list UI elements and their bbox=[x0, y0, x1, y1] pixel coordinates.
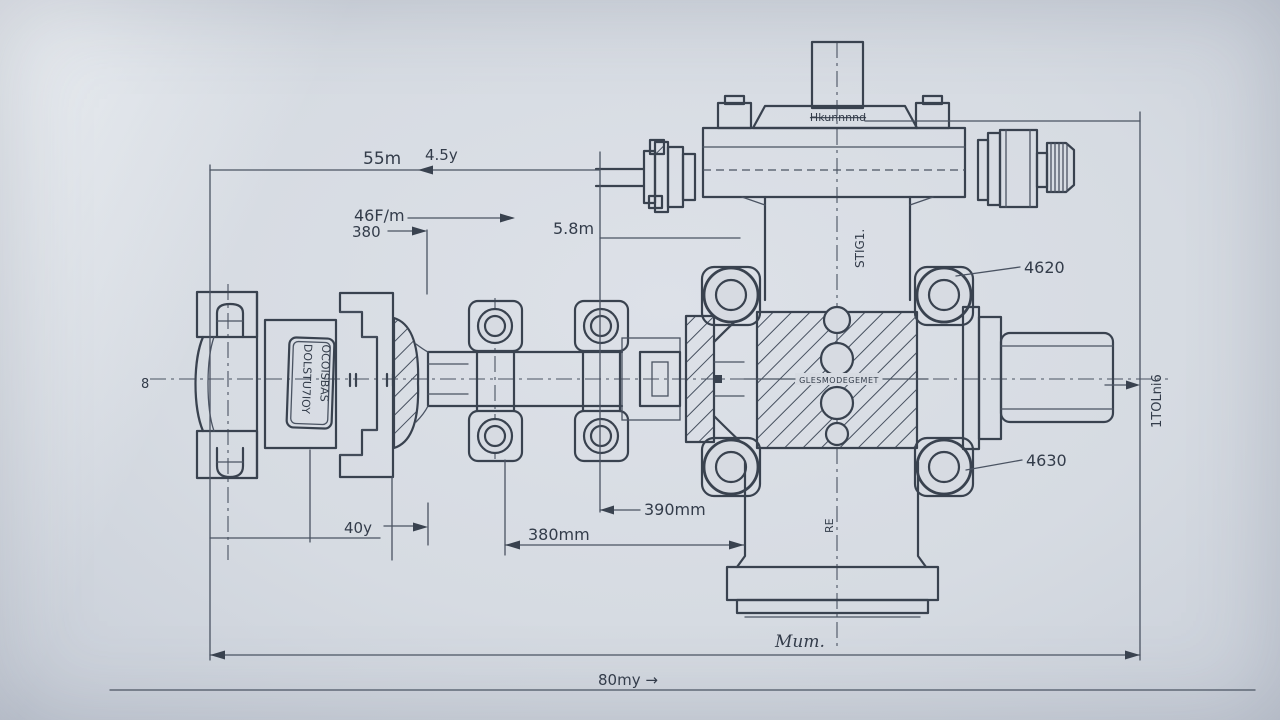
drive-shaft bbox=[415, 343, 624, 423]
stem bbox=[810, 40, 865, 110]
dim-stem: 5.8m bbox=[553, 219, 594, 238]
guide-block-2 bbox=[573, 299, 630, 463]
dim-right-height: 1TOLni6 bbox=[1150, 374, 1165, 428]
spec-plate: DOLSTU7IOY OCOISBAS bbox=[285, 336, 336, 430]
column-label: STIG1. bbox=[853, 229, 867, 268]
spec-plate-text-2: OCOISBAS bbox=[317, 344, 332, 402]
shaft-connector bbox=[621, 337, 682, 421]
dim-overall: 80my → bbox=[598, 671, 658, 689]
callout-lower-bolt: 4630 bbox=[1026, 451, 1067, 470]
knurled-knob bbox=[1045, 141, 1076, 194]
dim-flange: 40y bbox=[344, 519, 372, 537]
outlet-label: RE bbox=[823, 518, 836, 533]
bonnet-cap-text: Hkunnnnd bbox=[810, 111, 866, 124]
dim-left-a: 46F/m bbox=[354, 206, 405, 225]
dim-left-b: 380 bbox=[352, 223, 381, 241]
stepped-block bbox=[338, 291, 395, 479]
hatched-coupling bbox=[684, 312, 745, 446]
dim-left-height: 8 bbox=[141, 377, 149, 392]
spec-plate-text-1: DOLSTU7IOY bbox=[299, 344, 314, 415]
outlet-flange bbox=[961, 305, 1115, 451]
guide-block-1 bbox=[467, 299, 524, 463]
callout-upper-bolt: 4620 bbox=[1024, 258, 1065, 277]
section-ticks bbox=[348, 372, 395, 388]
center-inscription: GLESMODEGEMET bbox=[799, 376, 879, 385]
side-fitting bbox=[594, 138, 697, 214]
hatched-flange bbox=[392, 316, 420, 450]
bolt-ring-top-left bbox=[702, 266, 760, 324]
dim-top-width: 55m bbox=[363, 149, 401, 169]
top-bonnet: Hkunnnnd STIG1. bbox=[701, 40, 967, 302]
dim-body: 380mm bbox=[528, 525, 590, 544]
left-coupling bbox=[194, 290, 259, 480]
dim-base: Mum. bbox=[774, 632, 825, 652]
coupling-body: DOLSTU7IOY OCOISBAS bbox=[263, 318, 338, 450]
bolt-ring-bottom-left bbox=[702, 438, 760, 496]
bolt-ring-top-right bbox=[915, 266, 973, 324]
dimension-lines: 55m 4.5y 46F/m 380 5.8m 390mm 380mm 40y … bbox=[109, 111, 1256, 691]
dim-rod: 390mm bbox=[644, 500, 706, 519]
bottom-flange: RE bbox=[725, 460, 940, 618]
actuator bbox=[976, 128, 1076, 209]
dim-top-note: 4.5y bbox=[425, 146, 458, 164]
